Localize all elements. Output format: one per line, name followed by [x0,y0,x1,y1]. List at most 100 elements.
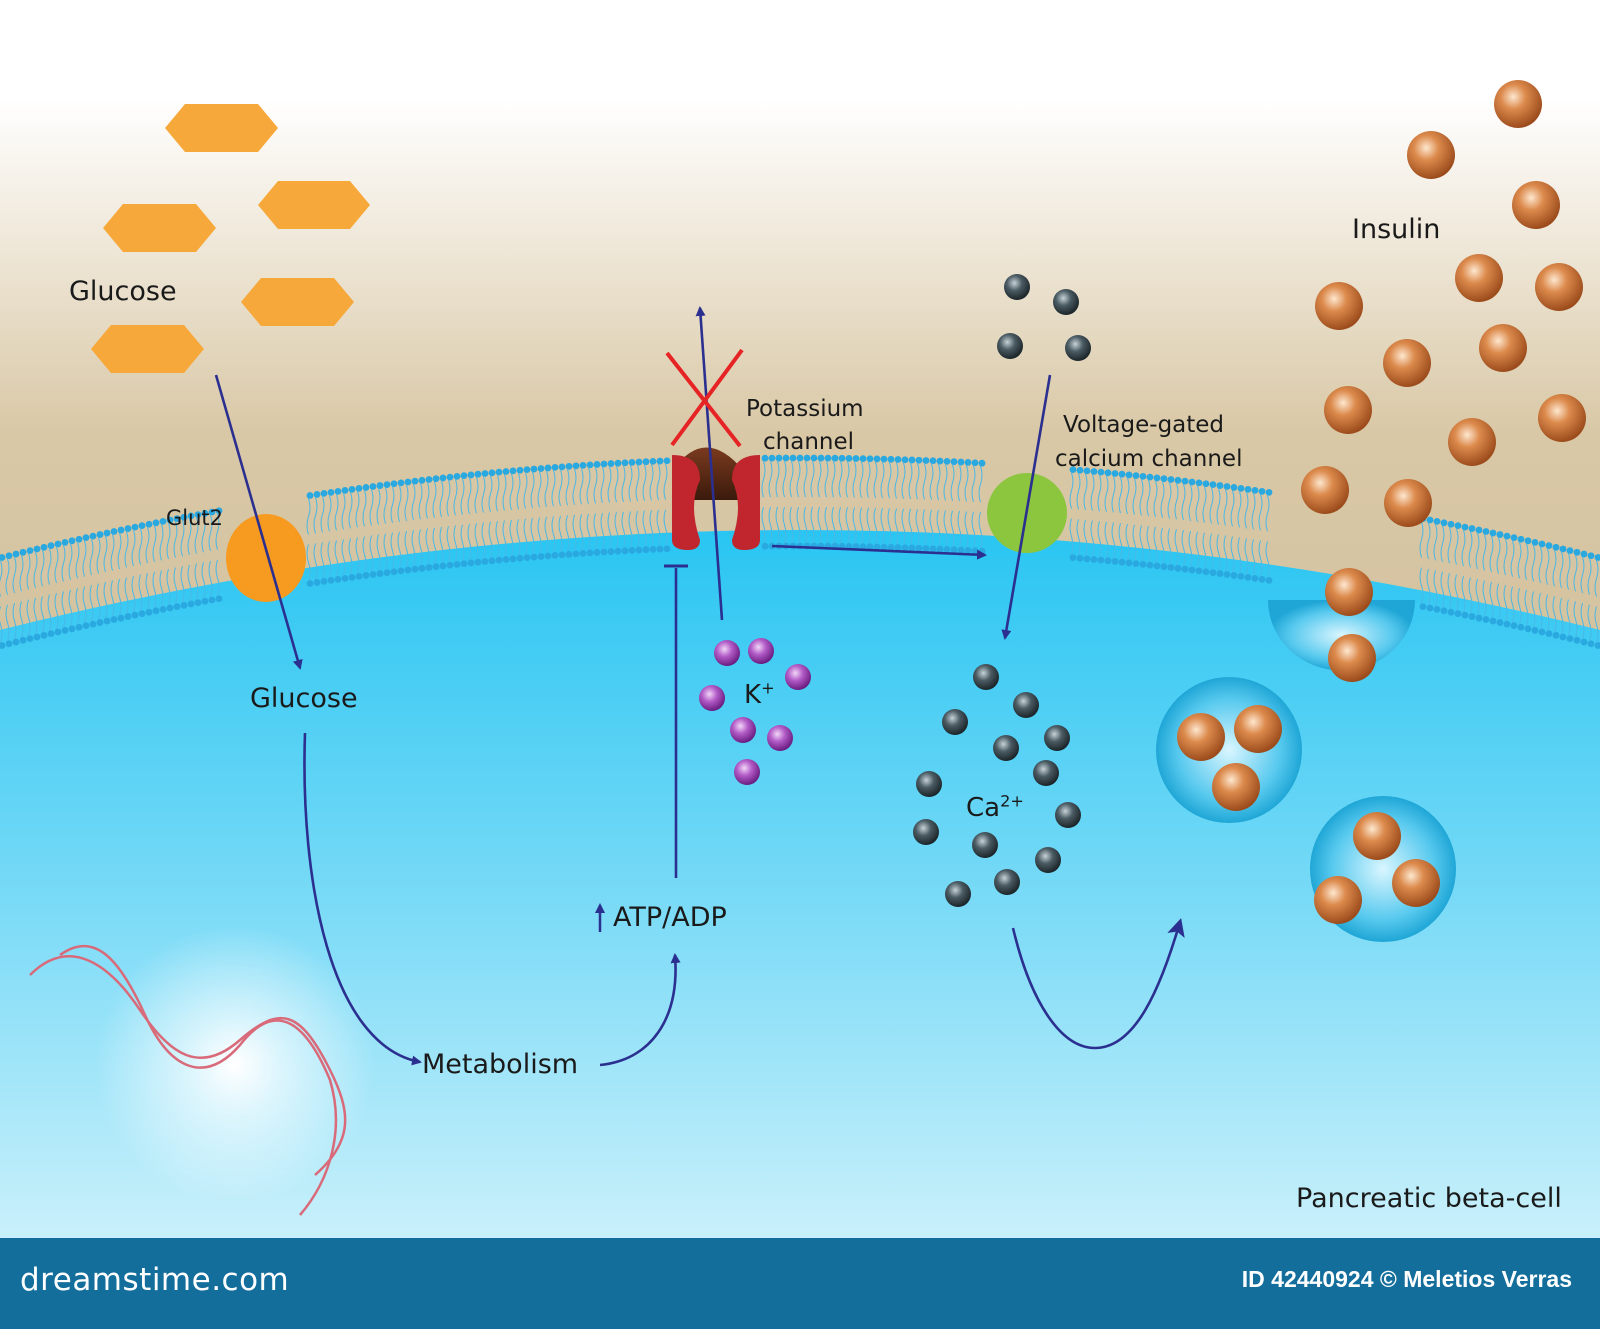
footer-site-link[interactable]: dreamstime.com [20,1262,290,1298]
lipid-head [173,515,181,523]
lipid-tail [306,544,311,581]
lipid-tail [355,537,360,574]
lipid-head [1461,611,1469,619]
lipid-head [1538,540,1546,548]
glucose-entry-arrow [214,374,303,670]
lipid-tail [152,571,157,608]
lipid-head [54,540,62,548]
potassium-ion [734,759,760,785]
lipid-head [880,543,888,551]
lipid-head [579,549,587,557]
lipid-head [89,620,97,628]
lipid-head [523,554,531,562]
ca-charge: 2+ [1000,791,1024,811]
glut2-transporter [226,514,306,602]
lipid-head [12,550,20,558]
lipid-tail [89,584,94,622]
lipid-head [474,558,482,566]
lipid-head [460,560,468,568]
lipid-tail [1202,486,1207,523]
lipid-head [0,554,6,561]
lipid-tail [901,462,906,499]
lipid-tail [425,528,430,565]
lipid-tail [152,525,157,562]
lipid-tail [908,508,913,546]
insulin-granule [1315,282,1363,330]
lipid-tail [852,507,857,544]
lipid-tail [530,517,535,555]
lipid-tail [1223,535,1228,572]
lipid-head [1146,473,1154,481]
insulin-granule [1407,131,1455,179]
lipid-head [635,546,643,554]
metabolism-arrow [303,732,422,1066]
lipid-head [453,472,461,480]
lipid-tail [775,506,780,544]
lipid-head [1580,550,1588,558]
lipid-tail [369,489,374,526]
lipid-head [936,457,944,465]
lipid-tail [47,594,52,631]
lipid-tail [1076,519,1081,556]
lipid-tail [1419,521,1424,558]
lipid-tail [880,507,885,545]
lipid-tail [936,509,941,547]
lipid-tail [1426,522,1431,560]
lipid-head [943,457,951,465]
lipid-head [1440,519,1448,527]
lipid-tail [1223,489,1228,526]
lipid-tail [1160,481,1165,518]
lipid-head [103,529,111,537]
ca-symbol: Ca [966,793,1001,823]
calcium-ion [1044,725,1070,751]
lipid-tail [831,507,836,544]
lipid-tail [138,574,143,611]
lipid-tail [1076,473,1081,510]
glucose-hexagon [241,278,354,326]
lipid-head [1216,482,1224,489]
lipid-head [621,459,629,467]
lipid-tail [1230,490,1235,527]
lipid-tail [656,509,661,547]
lipid-head [621,547,629,555]
lipid-tail [1440,571,1445,608]
lipid-tail [1146,479,1151,517]
lipid-head [523,466,531,474]
lipid-tail [614,466,619,503]
lipid-head [950,458,958,466]
lipid-tail [201,562,206,599]
glucose-hexagon [258,181,370,229]
lipid-tail [1468,531,1473,568]
lipid-head [89,532,97,540]
lipid-tail [1195,531,1200,569]
lipid-tail [138,528,143,565]
lipid-head [894,544,902,551]
lipid-tail [341,493,346,530]
lipid-head [656,457,664,465]
lipid-tail [1545,548,1550,585]
lipid-tail [957,464,962,502]
lipid-head [1258,487,1266,495]
lipid-tail [1265,495,1270,532]
lipid-head [901,544,909,552]
potassium-ion [748,638,774,664]
glucose-inside-label: Glucose [250,683,358,714]
lipid-head [488,469,496,477]
lipid-tail [1489,535,1494,573]
lipid-tail [1475,532,1480,570]
lipid-head [446,561,454,569]
lipid-tail [1258,494,1263,531]
lipid-tail [789,460,794,498]
lipid-head [1174,564,1182,572]
lipid-tail [1524,589,1529,626]
lipid-head [5,552,13,560]
lipid-tail [341,539,346,576]
lipid-tail [558,469,563,507]
lipid-tail [194,563,199,600]
lipid-tail [327,541,332,578]
lipid-tail [362,536,367,573]
lipid-head [432,563,440,571]
lipid-head [1104,469,1112,477]
lipid-tail [390,486,395,523]
lipid-tail [1587,604,1592,641]
